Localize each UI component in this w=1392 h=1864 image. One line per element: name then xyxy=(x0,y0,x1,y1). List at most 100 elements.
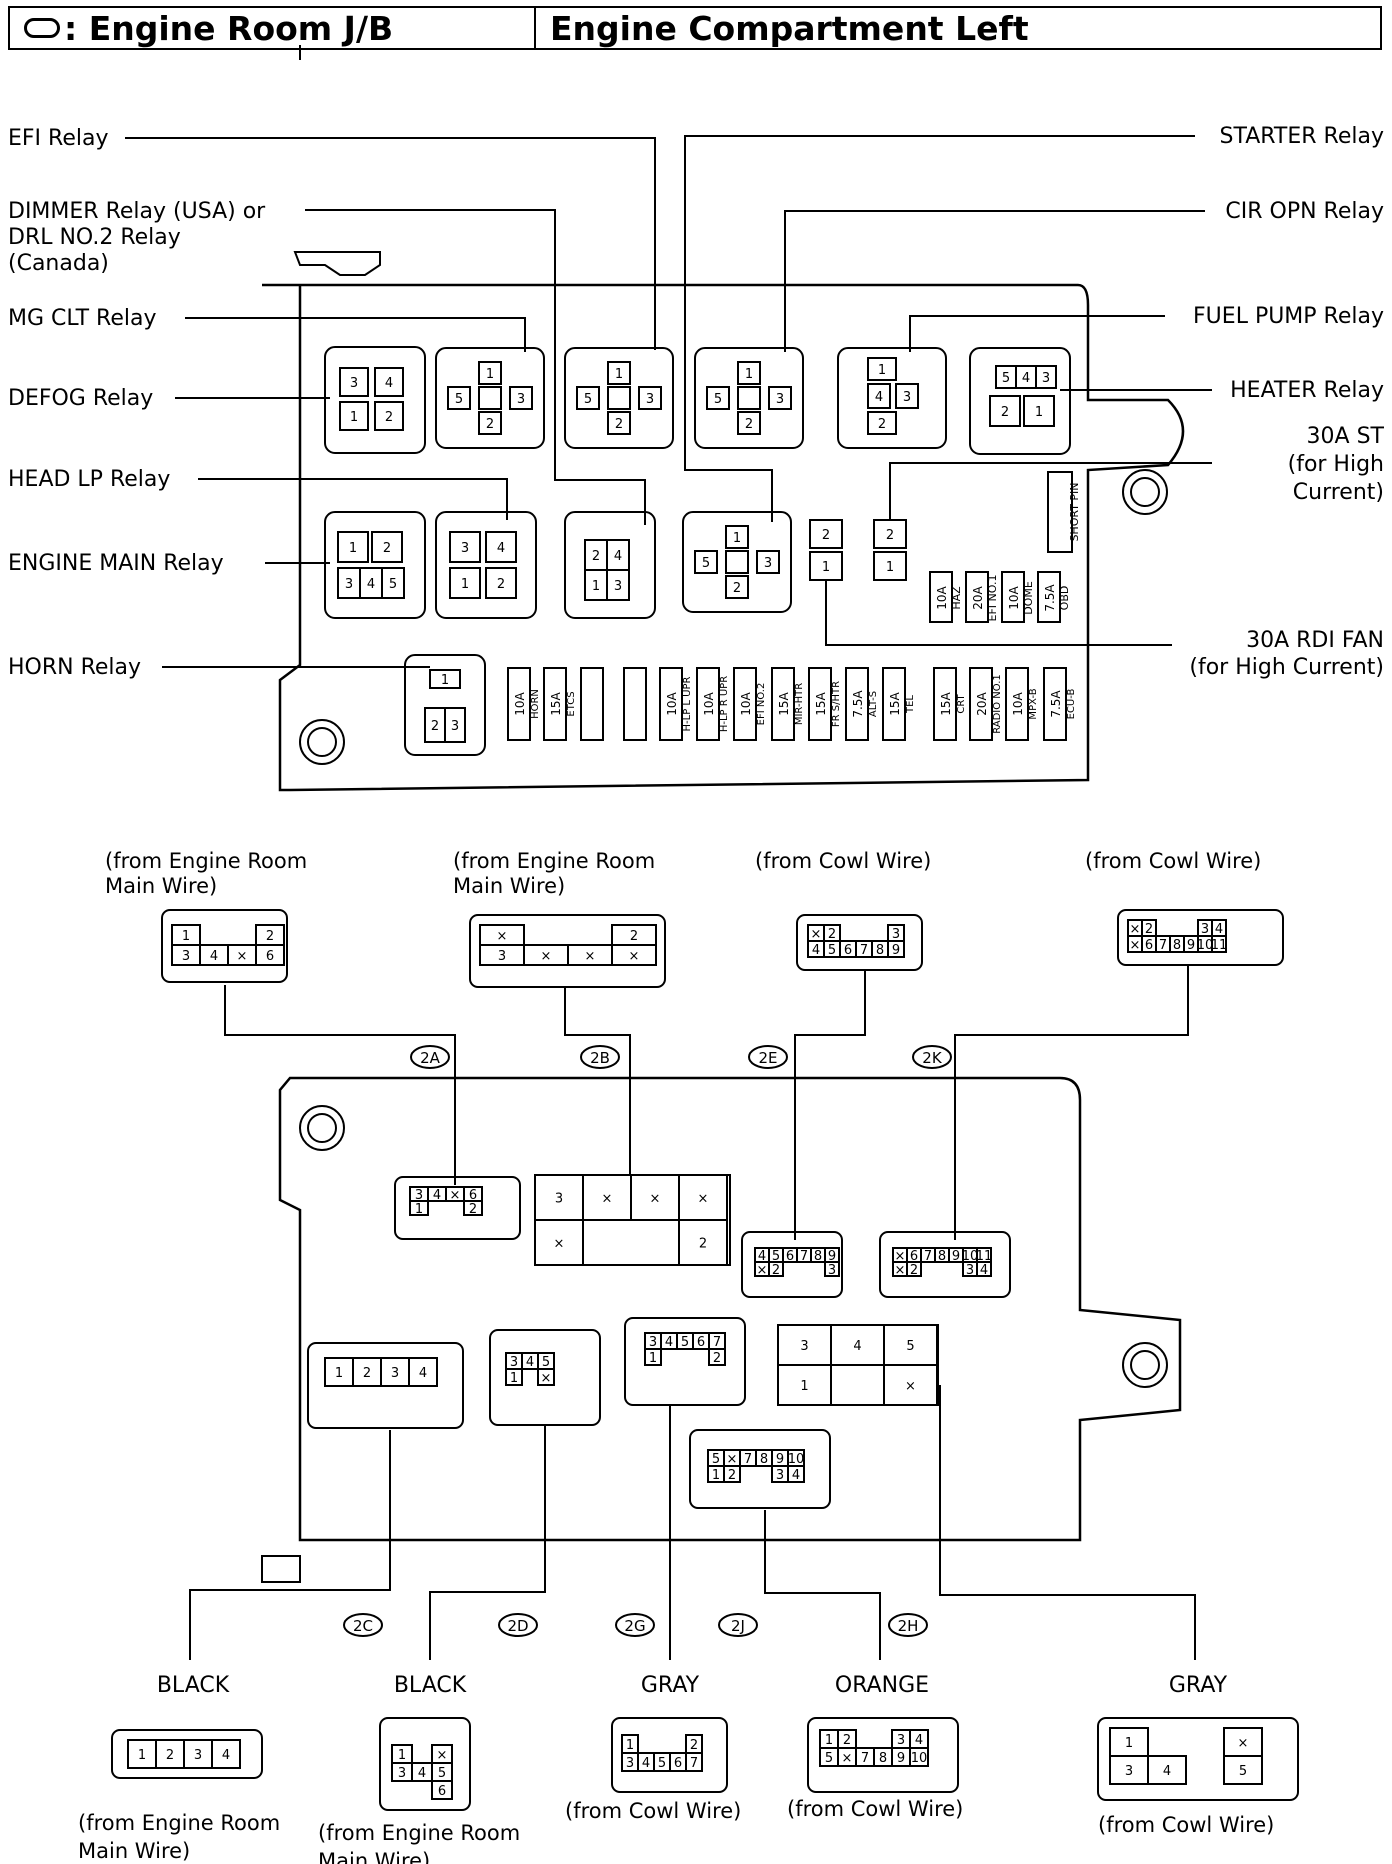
st-fusible-link: 21 xyxy=(873,519,907,581)
pin-number: 3 xyxy=(391,1366,399,1381)
leader-line xyxy=(429,1425,546,1660)
pin-number: × xyxy=(1130,938,1141,953)
pin-cell xyxy=(777,1364,832,1406)
pin-cell xyxy=(607,361,631,385)
pin-number: 4 xyxy=(980,1263,988,1278)
pin-number: 2 xyxy=(699,1237,707,1252)
fuse-name: MIR-HTR xyxy=(794,683,805,725)
pin-number: × xyxy=(895,1263,906,1278)
pin-cell xyxy=(211,1739,241,1769)
pin-number: × xyxy=(585,949,596,964)
fuse-amp: 10A xyxy=(702,691,716,715)
pin-cell xyxy=(444,707,466,743)
pin-number: 4 xyxy=(1215,922,1223,937)
pin-number: 1 xyxy=(349,541,357,556)
pin-number: 2 xyxy=(486,417,494,432)
pin-cell xyxy=(909,1747,929,1767)
fuse-name: HAZ xyxy=(950,586,963,610)
connector-face-2b: ×23××× xyxy=(469,914,666,988)
pin-cell xyxy=(706,386,730,410)
short-pin-slot xyxy=(1047,471,1073,553)
pin-cell xyxy=(1223,1755,1263,1785)
pin-number: 11 xyxy=(976,1249,993,1264)
pin-number: × xyxy=(757,1263,768,1278)
defog-relay-label: DEFOG Relay xyxy=(8,386,153,411)
pin-number: × xyxy=(541,1371,552,1386)
connector-code: 2B xyxy=(590,1049,610,1067)
pin-number: 5 xyxy=(455,392,463,407)
pin-number: 5 xyxy=(772,1249,780,1264)
pin-cell xyxy=(895,383,919,409)
fuse-amp: 10A xyxy=(513,691,527,715)
fuse-amp: 10A xyxy=(1007,585,1021,609)
pin-number: × xyxy=(650,1192,661,1207)
pin-number: 5 xyxy=(438,1766,446,1781)
fuse-amp: 7.5A xyxy=(1043,584,1057,612)
lower-junction-block xyxy=(261,1076,1182,1583)
block-outline xyxy=(262,283,1185,792)
engine-main-relay-label: ENGINE MAIN Relay xyxy=(8,551,224,576)
relay-socket xyxy=(324,346,426,454)
leader-line xyxy=(564,970,631,1175)
connector-source: (from Cowl Wire) xyxy=(565,1799,741,1823)
pin-number: 9 xyxy=(1187,938,1195,953)
fuse-name: MPX-B xyxy=(1028,688,1039,719)
connector-code: 2G xyxy=(624,1617,645,1635)
pin-cell xyxy=(447,386,471,410)
fuse-slot xyxy=(507,667,531,741)
fuse-slot xyxy=(580,667,604,741)
pin-number: 3 xyxy=(800,1339,808,1354)
header-divider xyxy=(534,6,536,50)
heater-relay-label: HEATER Relay xyxy=(1230,378,1384,403)
pin-number: × xyxy=(1130,922,1141,937)
pin-number: × xyxy=(541,949,552,964)
pin-cell xyxy=(339,367,369,397)
fuse-name: DOME xyxy=(1022,581,1035,615)
fuse-amp: 15A xyxy=(939,691,953,715)
mount-hole-inner xyxy=(307,1113,337,1143)
fuse-name: ECU-B xyxy=(1066,688,1077,719)
connector-source: (from Engine Room xyxy=(78,1811,280,1835)
block-outline xyxy=(278,1076,1182,1542)
pin-number: 9 xyxy=(897,1751,905,1766)
connector-source: (from Cowl Wire) xyxy=(755,849,931,873)
fuse-amp: 15A xyxy=(888,691,902,715)
mount-hole-inner xyxy=(1130,1350,1160,1380)
leader-line xyxy=(305,209,646,525)
connector-code: 2H xyxy=(898,1617,919,1635)
pin-number: 3 xyxy=(1201,922,1209,937)
connector-symbol-icon xyxy=(24,18,60,38)
connector-code-oval xyxy=(410,1045,450,1069)
fuse-slot xyxy=(1037,571,1061,623)
pin-cell xyxy=(725,525,749,549)
pin-number: 5 xyxy=(542,1355,550,1370)
pin-number: 2 xyxy=(828,927,836,942)
pin-cell xyxy=(1211,935,1227,953)
leader-line xyxy=(954,960,1189,1240)
fuse-name: RADIO NO.1 xyxy=(992,674,1003,734)
pin-number: 4 xyxy=(1163,1764,1171,1779)
pin-number: 5 xyxy=(702,556,710,571)
pin-cell xyxy=(678,1174,728,1221)
pin-number: 4 xyxy=(853,1339,861,1354)
pin-cell xyxy=(768,1261,784,1277)
pin-number: 2 xyxy=(822,528,830,543)
pin-number: 3 xyxy=(517,392,525,407)
pin-number: 6 xyxy=(697,1335,705,1350)
pin-cell xyxy=(883,1364,938,1406)
starter-relay-label: STARTER Relay xyxy=(1220,124,1385,149)
leader-line xyxy=(889,462,1212,520)
pin-cell xyxy=(906,1261,922,1277)
connector-source: Main Wire) xyxy=(453,874,565,898)
fuse-slot xyxy=(929,571,953,623)
fuse-name: TEL xyxy=(905,695,916,714)
leader-line xyxy=(684,135,1195,522)
